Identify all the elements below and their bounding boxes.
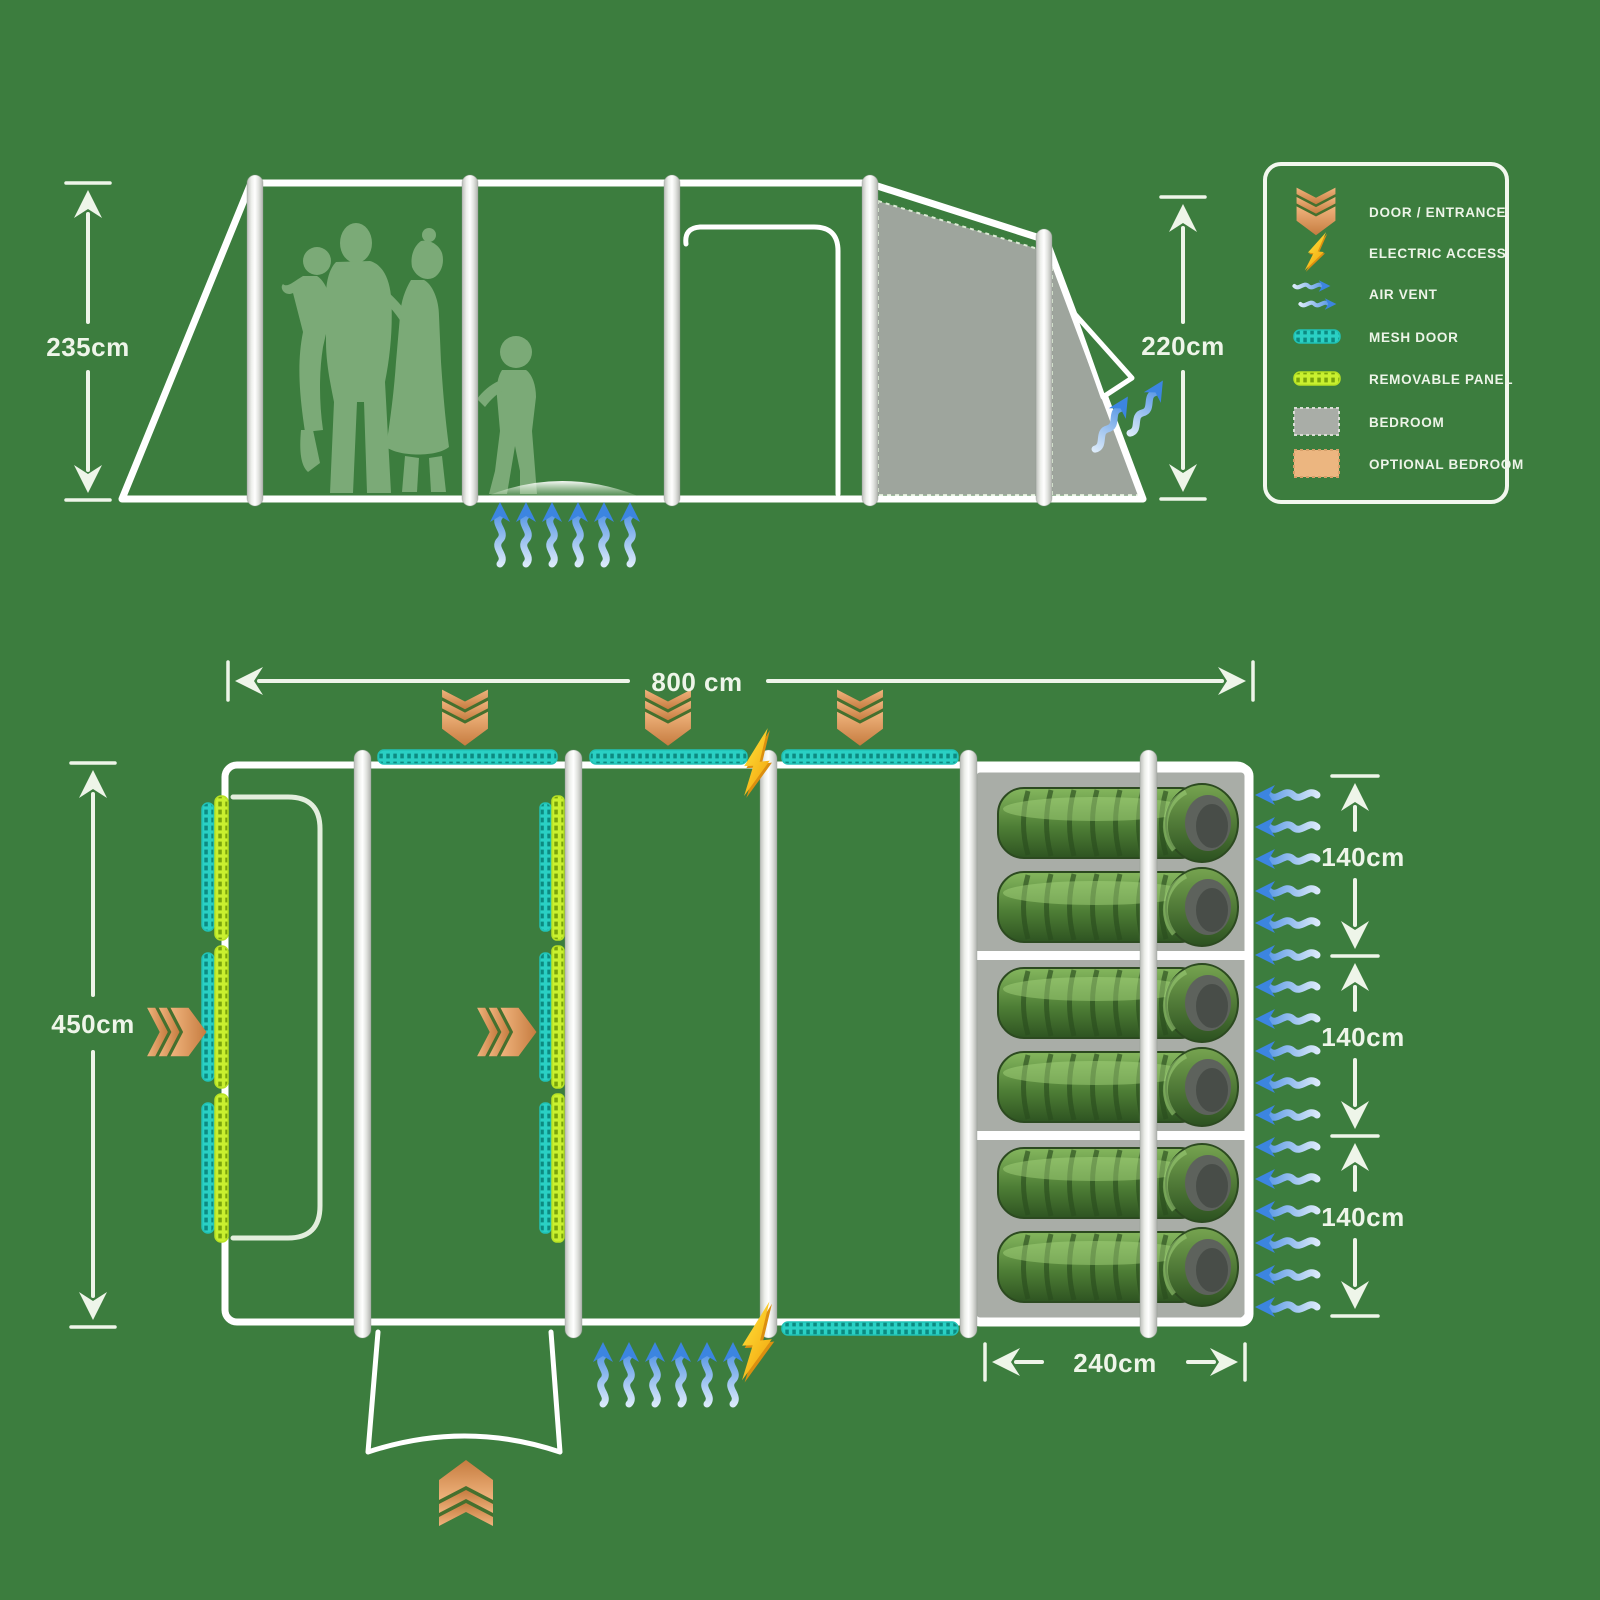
bedroom-swatch — [1293, 407, 1340, 436]
door-chevron-icon — [837, 689, 883, 746]
left-edge-panels — [201, 795, 229, 1243]
electric-bolt-icon — [1302, 228, 1332, 276]
side-view: 235cm 220cm — [46, 174, 1224, 564]
sleeping-bag — [998, 868, 1238, 946]
porch-canopy-outline — [365, 1329, 563, 1455]
bottom-vent-arrows — [593, 1342, 743, 1404]
sleeping-bag — [998, 784, 1238, 862]
porch-door-outline — [230, 794, 323, 1241]
mesh-door-strip — [589, 749, 748, 765]
section-depth-label: 140cm — [1321, 842, 1404, 872]
section-depth-label: 140cm — [1321, 1202, 1404, 1232]
legend-label: AIR VENT — [1369, 287, 1438, 302]
family-silhouette-icon — [281, 223, 537, 494]
mesh-door-strip — [781, 749, 959, 765]
bedroom-area — [967, 763, 1254, 1327]
bedroom-divider — [972, 951, 1249, 960]
plan-poles — [353, 749, 1158, 1339]
door-chevron-icon — [442, 689, 488, 746]
ground-vent-mound — [487, 481, 638, 496]
mesh-door-strip — [781, 1321, 959, 1336]
mesh-door-swatch — [1293, 329, 1341, 344]
height-left-label: 235cm — [46, 332, 129, 362]
height-right-label: 220cm — [1141, 331, 1224, 361]
bedroom-width-label: 240cm — [1073, 1348, 1156, 1378]
dimension-height-right: 220cm — [1141, 195, 1224, 501]
dimension-bedroom-width: 240cm — [983, 1342, 1247, 1382]
floor-vent-arrows — [490, 502, 640, 564]
door-chevron-icon — [439, 1460, 493, 1526]
rear-vent-flap — [1070, 309, 1135, 400]
sleeping-bag — [998, 1144, 1238, 1222]
sleeping-bag — [998, 964, 1238, 1042]
door-chevron-icon — [477, 1007, 537, 1057]
mesh-door-strip — [377, 749, 558, 765]
legend: DOOR / ENTRANCE ELECTRIC ACCESS AIR VENT… — [1263, 162, 1524, 504]
tent-outline — [118, 179, 1147, 503]
dimension-plan-width: 800 cm — [226, 660, 1255, 702]
legend-label: REMOVABLE PANEL — [1369, 372, 1513, 387]
side-poles — [246, 174, 1053, 507]
legend-label: BEDROOM — [1369, 415, 1444, 430]
legend-label: MESH DOOR — [1369, 330, 1459, 345]
legend-box — [1263, 162, 1509, 504]
plan-depth-label: 450cm — [51, 1009, 134, 1039]
side-door-outline — [683, 224, 841, 497]
air-vent-icon — [1294, 280, 1336, 310]
door-chevron-icon — [147, 1007, 207, 1057]
section-depth-label: 140cm — [1321, 1022, 1404, 1052]
legend-label: DOOR / ENTRANCE — [1369, 205, 1506, 220]
sleeping-bag — [998, 1228, 1238, 1306]
bedroom-divider — [972, 1131, 1249, 1140]
legend-label: ELECTRIC ACCESS — [1369, 246, 1507, 261]
sleeping-bag — [998, 1048, 1238, 1126]
legend-label: OPTIONAL BEDROOM — [1369, 457, 1524, 472]
side-bedroom-panel — [877, 199, 1039, 496]
air-vent-icon — [1122, 375, 1172, 438]
door-chevron-icon — [645, 689, 691, 746]
removable-panel-swatch — [1293, 371, 1341, 386]
plan-width-label: 800 cm — [651, 667, 742, 697]
optional-bedroom-swatch — [1293, 449, 1340, 478]
door-chevron-icon — [1296, 187, 1336, 236]
divider-panels — [539, 795, 565, 1243]
dimension-bedroom-sections: 140cm 140cm 140cm — [1321, 774, 1404, 1318]
floor-plan: 800 cm 450cm 140cm 140cm 140cm — [51, 660, 1404, 1526]
dimension-plan-depth: 450cm — [51, 761, 134, 1329]
bedroom-vent-arrows — [1255, 785, 1317, 1317]
dimension-height-left: 235cm — [46, 181, 129, 502]
